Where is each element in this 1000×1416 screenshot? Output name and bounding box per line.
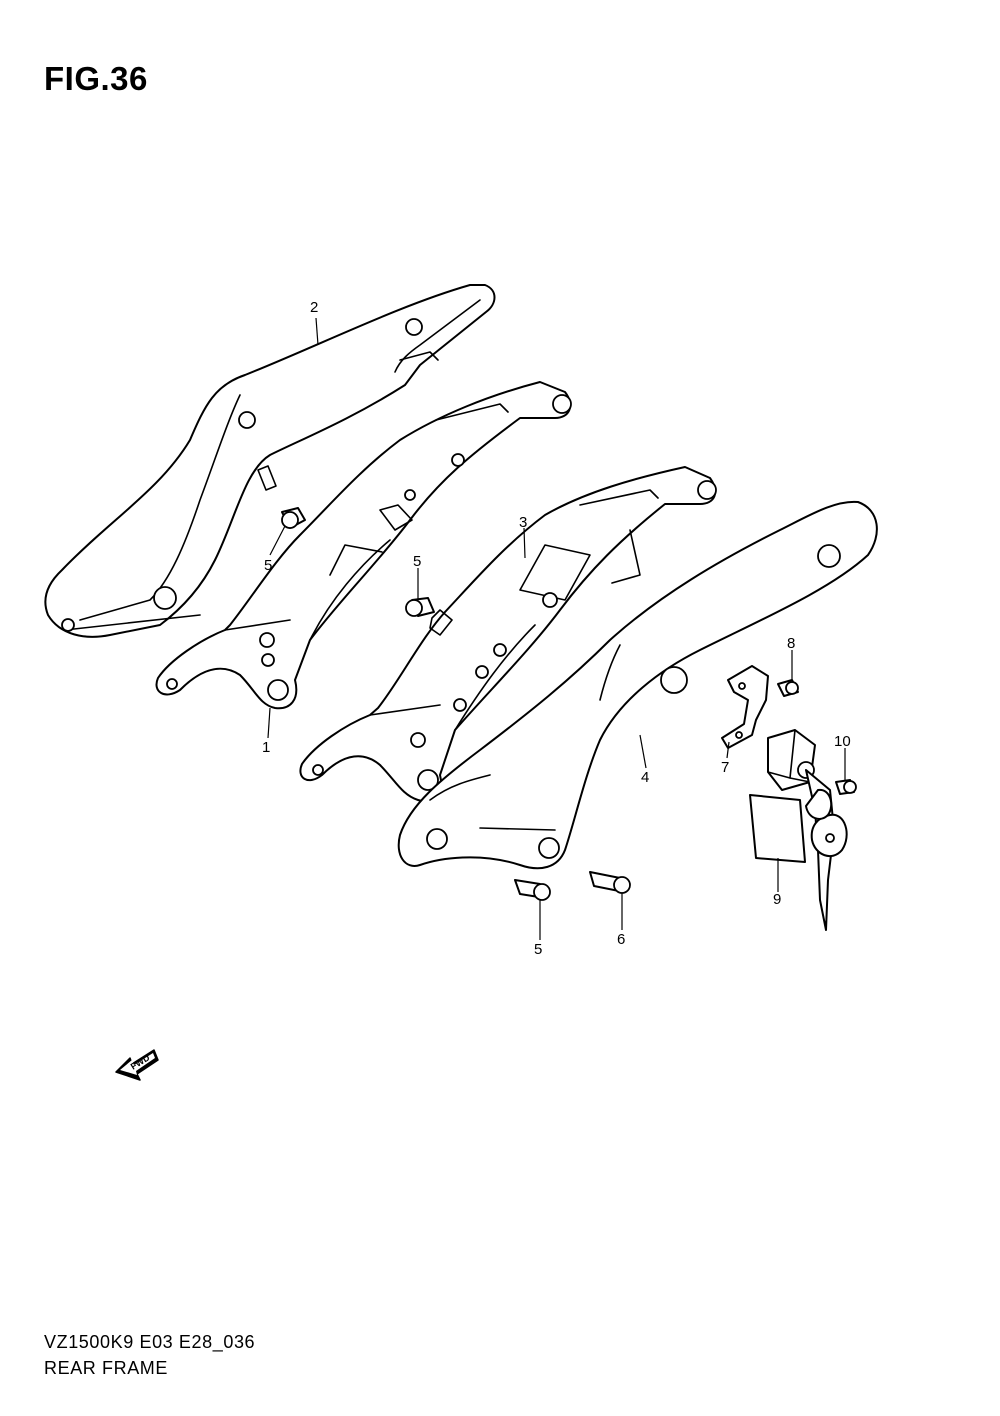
part-5-screw-b xyxy=(405,597,435,617)
callout-4: 4 xyxy=(641,769,649,786)
part-1-left-rear-frame xyxy=(155,381,572,710)
figure-title: FIG.36 xyxy=(44,60,148,97)
callout-9: 9 xyxy=(773,891,781,908)
part-7-lock-bracket xyxy=(721,665,769,749)
part-6-screw xyxy=(589,871,631,894)
part-2-left-frame-cover xyxy=(44,284,496,638)
part-3-right-rear-frame xyxy=(299,466,717,803)
callout-6: 6 xyxy=(617,931,625,948)
callout-5a: 5 xyxy=(264,557,272,574)
callout-3: 3 xyxy=(519,514,527,531)
callout-labels: 2 5 1 3 5 4 8 10 7 9 5 6 xyxy=(262,299,851,958)
part-5-screw-c xyxy=(514,879,551,901)
part-10-screw xyxy=(835,779,857,795)
part-4-right-frame-cover xyxy=(397,500,878,870)
callout-10: 10 xyxy=(834,733,851,750)
callout-2: 2 xyxy=(310,299,318,316)
part-5-screw-a xyxy=(281,507,306,529)
part-9-lock-set xyxy=(749,729,848,931)
callout-5b: 5 xyxy=(413,553,421,570)
fwd-arrow-icon: FWD xyxy=(115,1049,159,1081)
callout-1: 1 xyxy=(262,739,270,756)
model-code: VZ1500K9 E03 E28_036 xyxy=(44,1332,256,1352)
section-name: REAR FRAME xyxy=(44,1358,169,1378)
callout-5c: 5 xyxy=(534,941,542,958)
callout-8: 8 xyxy=(787,635,795,652)
callout-7: 7 xyxy=(721,759,729,776)
leader-lines xyxy=(267,317,846,940)
part-8-bolt xyxy=(777,679,799,697)
